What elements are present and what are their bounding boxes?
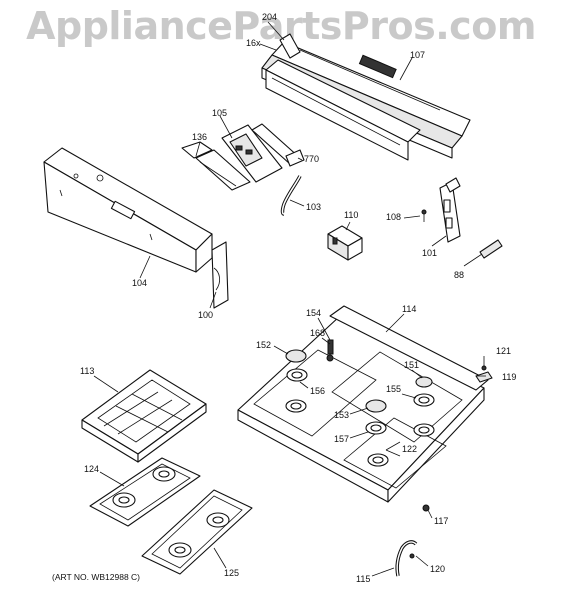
callout-108: 108 — [386, 212, 401, 222]
callout-105: 105 — [212, 108, 227, 118]
callout-122: 122 — [402, 444, 417, 454]
callout-204: 204 — [262, 12, 277, 22]
callout-16x: 16x — [246, 38, 261, 48]
part-124-drip-pan — [89, 457, 201, 527]
part-125-drip-pan — [141, 489, 253, 575]
callout-125: 125 — [224, 568, 239, 578]
part-88-pin — [479, 239, 503, 259]
callout-156: 156 — [310, 386, 325, 396]
art-number: (ART NO. WB12988 C) — [52, 572, 140, 582]
callout-107: 107 — [410, 50, 425, 60]
callout-labels: 204 16x 107 105 136 770 103 110 108 101 … — [52, 12, 516, 584]
callout-155: 155 — [386, 384, 401, 394]
part-103-wire — [280, 175, 302, 216]
leader-lines — [93, 21, 486, 577]
part-110-valve — [327, 225, 363, 261]
callout-157: 157 — [334, 434, 349, 444]
part-121-119 — [475, 365, 493, 383]
callout-152: 152 — [256, 340, 271, 350]
part-104-manifold-panel — [43, 147, 213, 273]
part-100-side-bracket — [211, 241, 229, 309]
callout-120: 120 — [430, 564, 445, 574]
callout-100: 100 — [198, 310, 213, 320]
callout-154: 154 — [306, 308, 321, 318]
callout-151: 151 — [404, 360, 419, 370]
callout-113: 113 — [80, 366, 94, 376]
callout-153: 153 — [334, 410, 349, 420]
part-168-electrode — [326, 339, 334, 362]
part-204-rail — [265, 59, 421, 161]
part-105-control-board — [181, 124, 283, 191]
callout-88: 88 — [454, 270, 464, 280]
part-108-screw — [421, 209, 427, 222]
part-101-bracket — [439, 177, 461, 243]
callout-103: 103 — [306, 202, 321, 212]
callout-121: 121 — [496, 346, 511, 356]
callout-770: 770 — [304, 154, 319, 164]
burner-cups — [285, 368, 435, 467]
callout-124: 124 — [84, 464, 99, 474]
callout-115: 115 — [356, 574, 370, 584]
callout-104: 104 — [132, 278, 147, 288]
part-113-grate — [81, 369, 207, 463]
part-770-bracket — [251, 123, 305, 167]
part-115-rod — [395, 540, 418, 577]
callout-110: 110 — [344, 210, 358, 220]
part-117 — [422, 504, 430, 512]
callout-101: 101 — [422, 248, 437, 258]
callout-168: 168 — [310, 328, 325, 338]
callout-119: 119 — [502, 372, 516, 382]
callout-136: 136 — [192, 132, 207, 142]
part-114-cooktop — [237, 305, 489, 503]
callout-117: 117 — [434, 516, 448, 526]
callout-114: 114 — [402, 304, 416, 314]
burner-caps — [285, 349, 433, 413]
